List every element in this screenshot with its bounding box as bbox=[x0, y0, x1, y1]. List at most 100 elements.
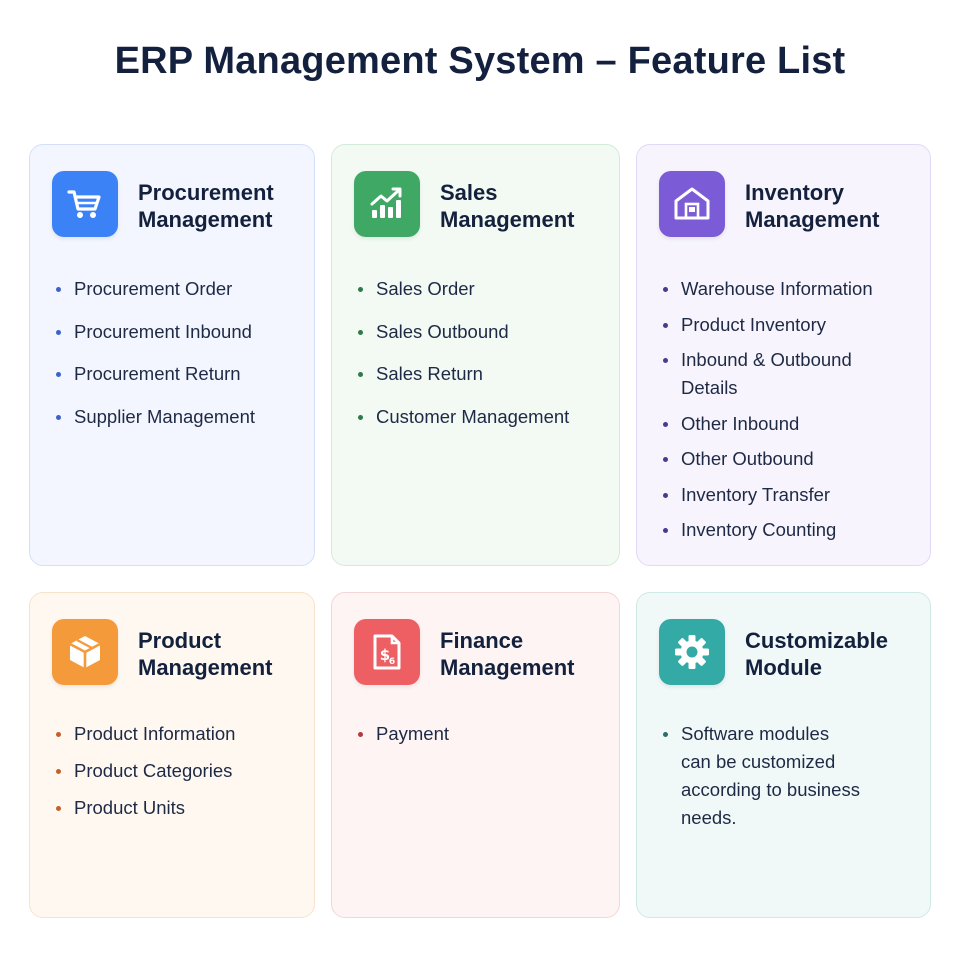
bullet-dot-icon bbox=[56, 769, 61, 774]
list-item-text: Customer Management bbox=[376, 405, 570, 427]
card-title-line: Management bbox=[745, 207, 880, 232]
list-item: Software modules can be customized accor… bbox=[661, 720, 861, 832]
list-item-text: Product Inventory bbox=[681, 313, 826, 335]
svg-text:6: 6 bbox=[389, 657, 395, 667]
list-item-text: Procurement Inbound bbox=[74, 320, 252, 342]
list-item-text: Procurement Return bbox=[74, 363, 241, 384]
list-item: Payment bbox=[356, 720, 603, 748]
list-item: Product Units bbox=[54, 794, 298, 822]
page-title: ERP Management System – Feature List bbox=[114, 40, 846, 82]
list-item: Sales Return bbox=[356, 360, 603, 388]
list-item-text: Product Information bbox=[74, 723, 236, 744]
feature-list: Software modules can be customized accor… bbox=[661, 720, 861, 841]
bullet-dot-icon bbox=[663, 358, 668, 363]
list-item: Procurement Order bbox=[54, 275, 298, 303]
bullet-dot-icon bbox=[56, 732, 61, 737]
list-item-text: Other Inbound bbox=[681, 412, 800, 434]
bullet-dot-icon bbox=[56, 287, 61, 292]
list-item: Supplier Management bbox=[54, 403, 298, 431]
list-item: Inbound & Outbound Details bbox=[661, 346, 911, 402]
feature-list: Payment bbox=[356, 720, 603, 757]
list-item-text: Sales Outbound bbox=[376, 320, 509, 342]
list-item: Other Outbound bbox=[661, 445, 911, 473]
list-item: Procurement Return bbox=[54, 360, 298, 388]
gear-icon bbox=[659, 619, 725, 685]
list-item: Inventory Transfer bbox=[661, 481, 911, 509]
bullet-dot-icon bbox=[663, 322, 668, 328]
list-item: Product Categories bbox=[54, 757, 298, 785]
card-title-line: Finance bbox=[440, 628, 524, 653]
bullet-dot-icon bbox=[663, 732, 668, 737]
bullet-dot-icon bbox=[56, 372, 61, 377]
bullet-dot-icon bbox=[56, 329, 61, 335]
bullet-dot-icon bbox=[56, 414, 61, 420]
card-title-line: Product bbox=[138, 628, 222, 653]
list-item-text: Sales Return bbox=[376, 363, 483, 384]
card-title-line: Management bbox=[440, 207, 575, 232]
bullet-dot-icon bbox=[358, 372, 363, 377]
list-item-text: Supplier Management bbox=[74, 405, 255, 427]
list-item: Sales Order bbox=[356, 275, 603, 303]
list-item-text: Payment bbox=[376, 723, 450, 744]
card-title-line: Customizable bbox=[745, 628, 889, 653]
list-item-text: Sales Order bbox=[376, 278, 475, 299]
warehouse-icon bbox=[659, 171, 725, 237]
card-title-line: Management bbox=[440, 655, 575, 680]
bullet-dot-icon bbox=[663, 528, 668, 533]
card-title-line: Procurement bbox=[138, 180, 274, 205]
bullet-dot-icon bbox=[358, 414, 363, 420]
card-title-line: Module bbox=[745, 655, 822, 680]
list-item-text: Software modules can be customized accor… bbox=[681, 723, 860, 828]
box-icon bbox=[52, 619, 118, 685]
list-item: Other Inbound bbox=[661, 410, 911, 438]
list-item-text: Inventory Counting bbox=[681, 519, 837, 540]
list-item-text: Warehouse Information bbox=[681, 278, 873, 299]
list-item: Product Inventory bbox=[661, 311, 911, 339]
card-title-line: Sales bbox=[440, 180, 498, 205]
list-item-text: Other Outbound bbox=[681, 448, 814, 469]
svg-text:$: $ bbox=[380, 646, 390, 664]
bullet-dot-icon bbox=[663, 492, 668, 498]
list-item-text: Product Units bbox=[74, 797, 186, 818]
bullet-dot-icon bbox=[358, 732, 363, 737]
list-item: Product Information bbox=[54, 720, 298, 748]
list-item-text: Procurement Order bbox=[74, 278, 233, 299]
list-item-text: Inbound & Outbound Details bbox=[681, 349, 852, 398]
list-item-text: Product Categories bbox=[74, 760, 233, 781]
card-title-line: Management bbox=[138, 655, 273, 680]
list-item-text: Inventory Transfer bbox=[681, 483, 831, 505]
bullet-dot-icon bbox=[663, 457, 668, 462]
bullet-dot-icon bbox=[358, 329, 363, 335]
shopping-cart-icon bbox=[52, 171, 118, 237]
card-title-line: Management bbox=[138, 207, 273, 232]
bullet-dot-icon bbox=[56, 806, 61, 811]
bullet-dot-icon bbox=[663, 287, 668, 292]
finance-document-icon: $6 bbox=[354, 619, 420, 685]
growth-chart-icon bbox=[354, 171, 420, 237]
bullet-dot-icon bbox=[663, 421, 668, 427]
list-item: Procurement Inbound bbox=[54, 318, 298, 346]
bullet-dot-icon bbox=[358, 287, 363, 292]
